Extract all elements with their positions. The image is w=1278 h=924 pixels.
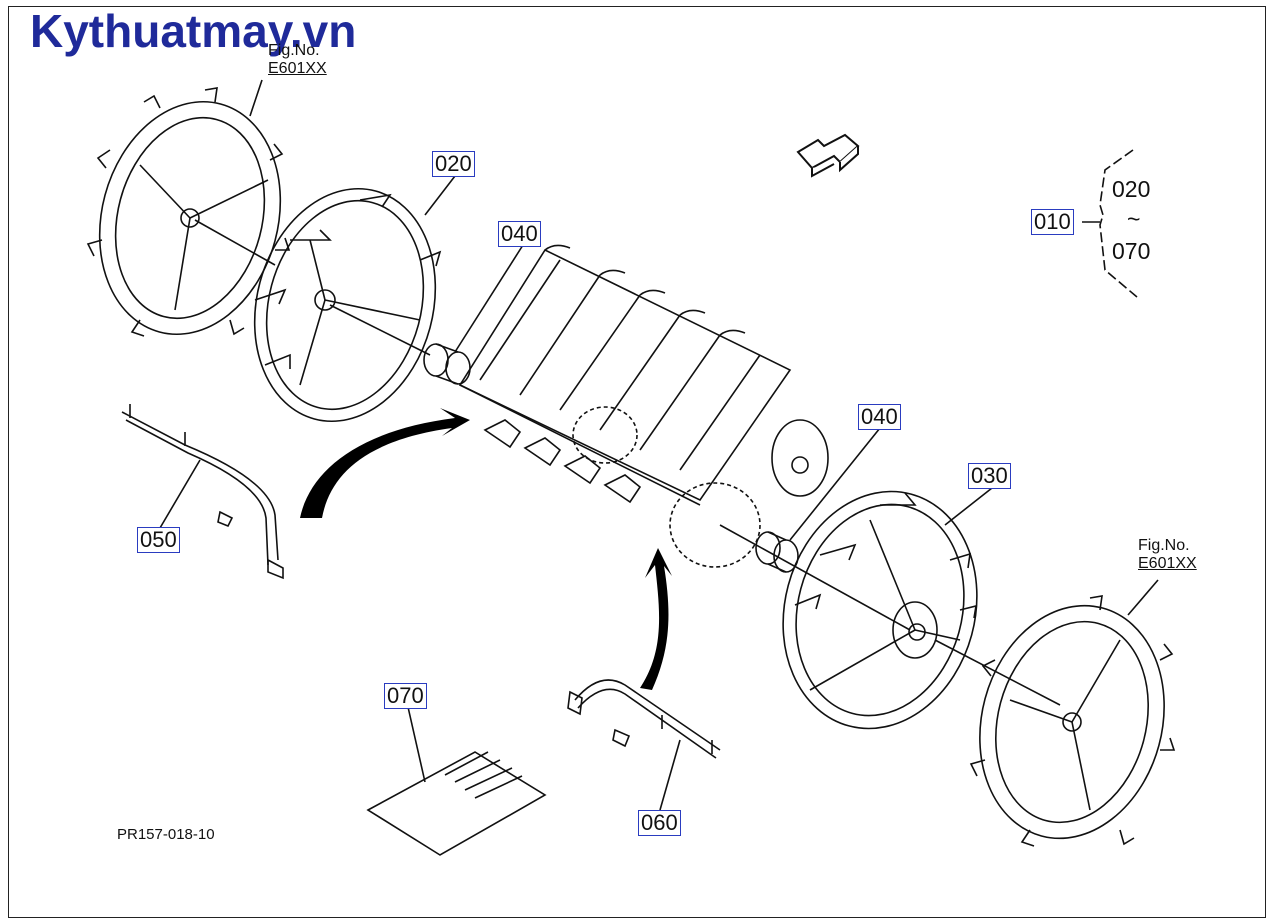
callout-030[interactable]: 030 — [968, 463, 1011, 489]
assembly-arrow-bottom — [640, 548, 672, 690]
callout-020[interactable]: 020 — [432, 151, 475, 177]
left-outer-wheel — [86, 87, 291, 337]
range-from: 020 — [1112, 176, 1151, 202]
brand-watermark: Kythuatmay.vn — [30, 5, 357, 57]
callout-070[interactable]: 070 — [384, 683, 427, 709]
range-separator: ~ — [1127, 206, 1141, 232]
wheel-030 — [782, 490, 978, 730]
sleeve-040-left — [423, 343, 471, 385]
sheet-070 — [366, 751, 547, 856]
sleeve-040-right — [755, 531, 799, 573]
direction-arrow-icon — [796, 133, 860, 178]
figure-reference-label: Fig.No. — [268, 42, 320, 59]
callout-040-top[interactable]: 040 — [498, 221, 541, 247]
figure-reference-code: E601XX — [268, 60, 327, 77]
figure-reference-label: Fig.No. — [1138, 537, 1190, 554]
drawing-number: PR157-018-10 — [117, 826, 215, 843]
figure-reference-bottom: Fig.No. E601XX — [1138, 537, 1197, 573]
drawing-frame — [8, 6, 1266, 918]
callout-040-right[interactable]: 040 — [858, 404, 901, 430]
figure-reference-top: Fig.No. E601XX — [268, 42, 327, 78]
right-outer-wheel — [969, 595, 1176, 847]
assembly-arrow-left — [300, 408, 470, 518]
bracket-050 — [121, 404, 284, 580]
bracket-060 — [567, 679, 721, 759]
range-to: 070 — [1112, 238, 1151, 264]
callout-050[interactable]: 050 — [137, 527, 180, 553]
callout-010[interactable]: 010 — [1031, 209, 1074, 235]
wheel-020 — [253, 187, 442, 423]
rotor-assembly — [458, 244, 829, 568]
figure-reference-code: E601XX — [1138, 555, 1197, 572]
callout-060[interactable]: 060 — [638, 810, 681, 836]
